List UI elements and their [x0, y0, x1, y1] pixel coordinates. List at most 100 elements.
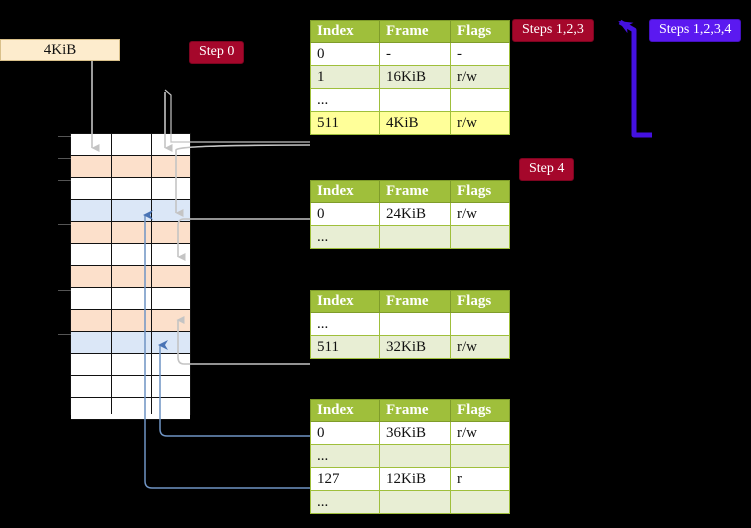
cell-flags: r: [450, 467, 510, 491]
cell-frame: 32KiB: [379, 335, 451, 359]
table-row: 511 4KiB r/w: [310, 111, 510, 135]
column-header-flags: Flags: [450, 20, 510, 43]
cell-flags: [450, 312, 510, 336]
memory-row: [71, 332, 190, 354]
cell-flags: r/w: [450, 111, 510, 135]
memory-row: [71, 200, 190, 222]
cell-flags: [450, 490, 510, 514]
cell-frame: 12KiB: [379, 467, 451, 491]
column-header-index: Index: [310, 399, 380, 422]
memory-tick: [58, 334, 71, 335]
table-row: 511 32KiB r/w: [310, 335, 510, 359]
memory-row: [71, 398, 190, 420]
cell-index: ...: [310, 444, 380, 468]
connector-pd-to-memory: [176, 316, 310, 365]
cell-frame: 4KiB: [379, 111, 451, 135]
cell-frame: [379, 490, 451, 514]
table-row: 1 16KiB r/w: [310, 65, 510, 89]
cell-index: ...: [310, 88, 380, 112]
table-row: 0 36KiB r/w: [310, 421, 510, 445]
table-header-row: Index Frame Flags: [310, 20, 510, 43]
cell-frame: [379, 225, 451, 249]
cell-index: 127: [310, 467, 380, 491]
memory-row: [71, 310, 190, 332]
cell-frame: -: [379, 42, 451, 66]
memory-size-box: 4KiB: [0, 39, 120, 61]
memory-row: [71, 376, 190, 398]
column-header-flags: Flags: [450, 399, 510, 422]
cell-index: 0: [310, 202, 380, 226]
cell-index: ...: [310, 225, 380, 249]
memory-row: [71, 134, 190, 156]
memory-row: [71, 354, 190, 376]
column-header-index: Index: [310, 20, 380, 43]
pdpt-table: Index Frame Flags 0 24KiB r/w ...: [310, 180, 510, 249]
cell-frame: [379, 312, 451, 336]
connector-pdpt-to-memory: [177, 218, 310, 261]
column-header-index: Index: [310, 290, 380, 313]
cell-flags: r/w: [450, 335, 510, 359]
table-row: 0 - -: [310, 42, 510, 66]
memory-row: [71, 288, 190, 310]
memory-size-label: 4KiB: [43, 41, 77, 58]
steps-loop-arrow: [618, 19, 652, 138]
pt-table: Index Frame Flags 0 36KiB r/w ... 127 12…: [310, 399, 510, 514]
memory-column-divider: [151, 134, 152, 414]
memory-tick: [58, 180, 71, 181]
column-header-frame: Frame: [379, 290, 451, 313]
cell-index: 0: [310, 421, 380, 445]
column-header-frame: Frame: [379, 20, 451, 43]
column-header-frame: Frame: [379, 180, 451, 203]
cell-frame: [379, 444, 451, 468]
pd-table: Index Frame Flags ... 511 32KiB r/w: [310, 290, 510, 359]
table-row: ...: [310, 88, 510, 112]
column-header-index: Index: [310, 180, 380, 203]
memory-row: [71, 222, 190, 244]
pml4-table: Index Frame Flags 0 - - 1 16KiB r/w ... …: [310, 20, 510, 135]
table-row: ...: [310, 312, 510, 336]
physical-memory-column: [70, 133, 191, 420]
memory-tick: [58, 290, 71, 291]
memory-tick: [58, 158, 71, 159]
cell-flags: [450, 225, 510, 249]
step-4-badge: Step 4: [519, 158, 575, 182]
cell-index: 511: [310, 111, 380, 135]
memory-column-divider: [111, 134, 112, 414]
memory-tick: [58, 224, 71, 225]
cell-flags: r/w: [450, 421, 510, 445]
cell-flags: r/w: [450, 202, 510, 226]
table-row: ...: [310, 225, 510, 249]
connector-pdpt-in: [175, 144, 311, 217]
memory-row: [71, 156, 190, 178]
column-header-flags: Flags: [450, 290, 510, 313]
cell-flags: -: [450, 42, 510, 66]
cell-index: ...: [310, 490, 380, 514]
column-header-flags: Flags: [450, 180, 510, 203]
memory-row: [71, 266, 190, 288]
cell-index: 1: [310, 65, 380, 89]
cell-index: ...: [310, 312, 380, 336]
memory-row: [71, 178, 190, 200]
table-row: ...: [310, 490, 510, 514]
cell-frame: 16KiB: [379, 65, 451, 89]
cell-frame: 24KiB: [379, 202, 451, 226]
cell-frame: 36KiB: [379, 421, 451, 445]
table-header-row: Index Frame Flags: [310, 180, 510, 203]
steps-1234-badge: Steps 1,2,3,4: [649, 19, 742, 43]
table-row: ...: [310, 444, 510, 468]
cell-index: 0: [310, 42, 380, 66]
memory-tick: [58, 136, 71, 137]
column-header-frame: Frame: [379, 399, 451, 422]
cell-flags: [450, 88, 510, 112]
cell-flags: [450, 444, 510, 468]
step-0-badge: Step 0: [189, 41, 245, 65]
cell-flags: r/w: [450, 65, 510, 89]
memory-row: [71, 244, 190, 266]
table-header-row: Index Frame Flags: [310, 290, 510, 313]
steps-123-badge: Steps 1,2,3: [512, 19, 594, 43]
table-header-row: Index Frame Flags: [310, 399, 510, 422]
cell-frame: [379, 88, 451, 112]
table-row: 0 24KiB r/w: [310, 202, 510, 226]
table-row: 127 12KiB r: [310, 467, 510, 491]
cell-index: 511: [310, 335, 380, 359]
